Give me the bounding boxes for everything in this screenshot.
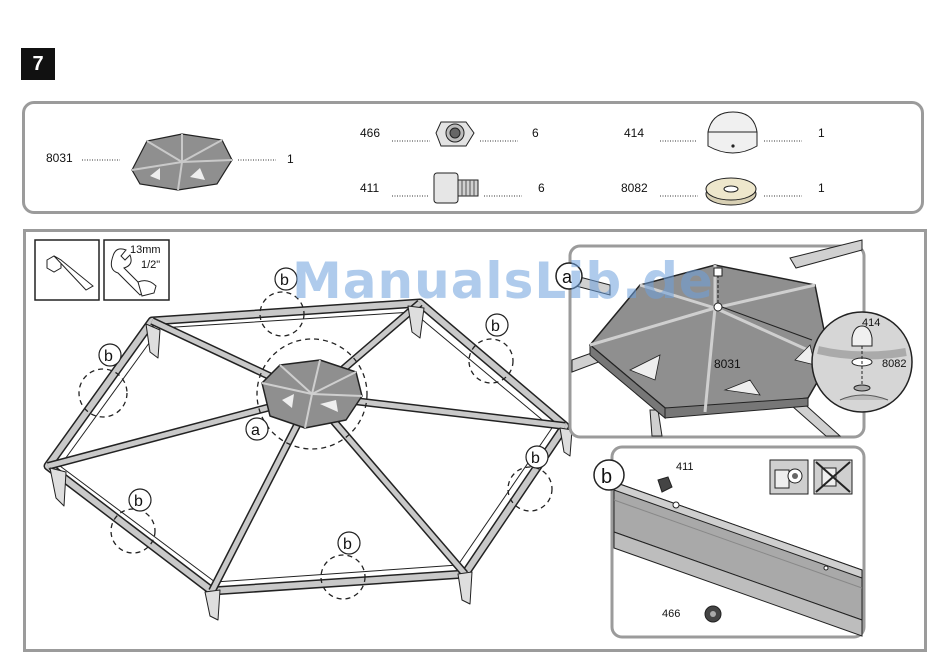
callout-a-label: a	[251, 422, 260, 439]
detail-a-panel: a 8031 414 8082	[556, 240, 912, 437]
detail-a-marker: a	[562, 267, 573, 287]
roof-frame	[48, 303, 572, 620]
detail-a-washer-label: 8082	[882, 358, 906, 370]
callout-b-label-left: b	[104, 348, 113, 365]
detail-b-panel: 411 466 b	[594, 447, 864, 637]
callout-b-label-top: b	[280, 272, 289, 289]
detail-a-nut-label: 414	[862, 317, 880, 329]
wrench-size-imperial-label: 1/2"	[141, 259, 160, 271]
callout-b-label-bottom-left: b	[134, 493, 143, 510]
wrench-size-label: 13mm	[130, 244, 161, 256]
detail-b-marker: b	[601, 466, 612, 488]
incorrect-orientation-icon	[814, 460, 852, 494]
callout-b-label-bottom-right: b	[531, 450, 540, 467]
callout-b-label-bottom: b	[343, 536, 352, 553]
detail-b-nut-label: 466	[662, 608, 680, 620]
correct-orientation-icon	[770, 460, 808, 494]
detail-a-part-label: 8031	[714, 357, 741, 371]
callout-b-label-right: b	[491, 318, 500, 335]
tool-icons: 13mm 1/2"	[35, 240, 169, 300]
detail-b-bolt-label: 411	[676, 461, 694, 473]
